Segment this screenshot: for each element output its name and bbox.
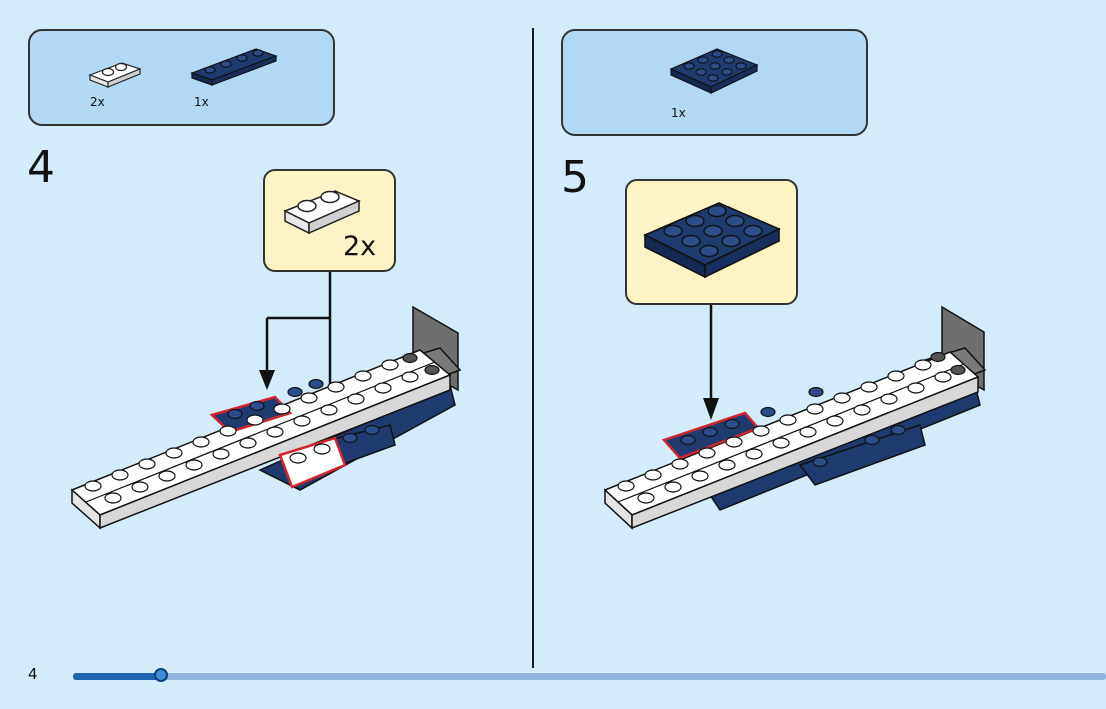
part-qty-white-plate: 2x bbox=[90, 95, 105, 109]
step5-number: 5 bbox=[561, 152, 589, 203]
step4-parts-list: 2x 1x bbox=[28, 29, 335, 126]
progress-knob bbox=[154, 668, 168, 682]
part-qty-blue-plate: 1x bbox=[194, 95, 209, 109]
step5-parts-list: 1x bbox=[561, 29, 868, 136]
step4-number: 4 bbox=[27, 142, 55, 193]
step-divider bbox=[532, 28, 534, 668]
step4-callout-qty: 2x bbox=[343, 231, 377, 262]
part-qty-blue-3x3-plate: 1x bbox=[671, 106, 686, 120]
dark-blue-3x3-plate-callout-icon bbox=[643, 202, 781, 279]
step5-callout bbox=[625, 179, 798, 305]
progress-bar bbox=[73, 668, 1106, 682]
white-1x2-plate-callout-icon bbox=[283, 190, 361, 235]
white-1x2-plate-icon bbox=[88, 62, 142, 88]
dark-blue-3x3-plate-icon bbox=[669, 48, 759, 94]
page-number: 4 bbox=[28, 665, 38, 683]
step4-callout: 2x bbox=[263, 169, 396, 272]
dark-blue-1x4-plate-icon bbox=[190, 48, 278, 86]
progress-fill bbox=[73, 673, 161, 680]
